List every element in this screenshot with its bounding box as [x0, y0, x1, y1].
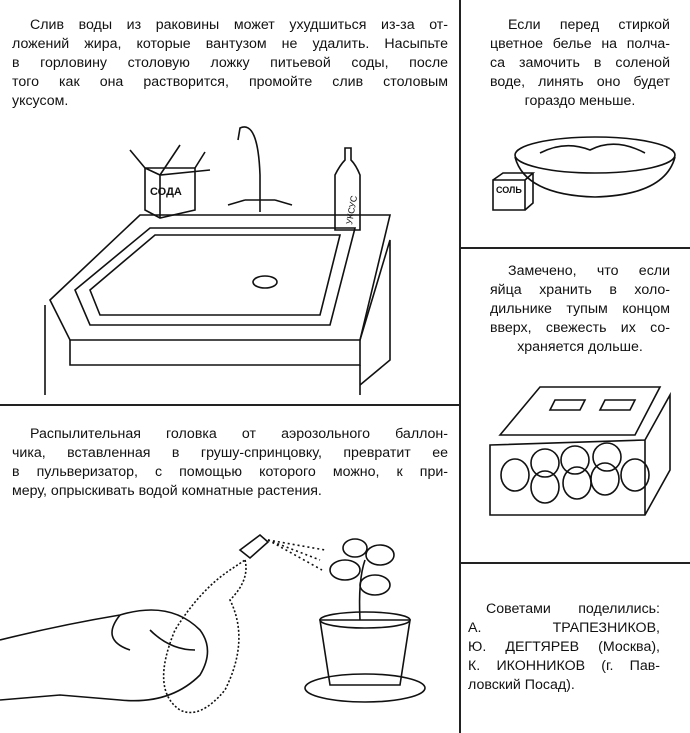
text-line: уксусом.	[12, 93, 69, 109]
text-line: са замочить в соленой	[490, 55, 670, 71]
bowl-illustration: СОЛЬ	[492, 136, 676, 211]
text-line: вверх, свежесть их со-	[490, 320, 670, 336]
text-line: в горловину столовую ложку питьевой соды…	[12, 55, 448, 71]
text-line: Если перед стиркой	[508, 17, 670, 33]
text-line: Слив воды из раковины может ухудшиться и…	[30, 17, 448, 33]
right-section-divider-1	[460, 247, 690, 249]
credits-author: ловский Посад).	[468, 677, 575, 693]
vinegar-bottle-label: УКСУС	[344, 194, 359, 225]
text-line: в пульверизатор, с помощью которого можн…	[12, 464, 448, 480]
text-line: храняется дольше.	[517, 339, 643, 355]
text-line: чика, вставленная в грушу-спринцовку, пр…	[12, 445, 448, 461]
text-line: Замечено, что если	[508, 263, 670, 279]
credits-author: К. ИКОННИКОВ (г. Пав-	[468, 658, 660, 674]
text-line: воде, линять оно будет	[490, 74, 670, 90]
salt-box-label: СОЛЬ	[496, 185, 522, 195]
tip-laundry-text: Если перед стиркой цветное белье на полч…	[490, 16, 670, 111]
tip-sprayer-text: Распылительная головка от аэрозольного б…	[12, 425, 448, 501]
sprayer-illustration	[0, 533, 426, 714]
text-line: яйца хранить в холо-	[490, 282, 670, 298]
credits-author: Ю. ДЕГТЯРЕВ (Москва),	[468, 639, 660, 655]
credits-author: А. ТРАПЕЗНИКОВ,	[468, 620, 660, 636]
right-section-divider-2	[460, 562, 690, 564]
column-divider	[459, 0, 461, 733]
tip-sink-text: Слив воды из раковины может ухудшиться и…	[12, 16, 448, 111]
text-line: Распылительная головка от аэрозольного б…	[30, 426, 448, 442]
text-line: того как она растворится, промойте слив …	[12, 74, 448, 90]
text-line: меру, опрыскивать водой комнатные растен…	[12, 483, 322, 499]
soda-box-label: СОДА	[150, 186, 182, 198]
left-section-divider	[0, 404, 460, 406]
credits-heading: Советами поделились:	[486, 601, 660, 617]
text-line: гораздо меньше.	[524, 93, 636, 109]
text-line: дильнике тупым концом	[490, 301, 670, 317]
text-line: ложений жира, которые вантузом не удалит…	[12, 36, 448, 52]
credits-text: Советами поделились: А. ТРАПЕЗНИКОВ, Ю. …	[468, 600, 660, 695]
tip-eggs-text: Замечено, что если яйца хранить в холо- …	[490, 262, 670, 357]
egg-carton-illustration	[489, 386, 671, 516]
text-line: цветное белье на полча-	[490, 36, 670, 52]
sink-illustration: СОДА УКСУС	[44, 126, 392, 395]
